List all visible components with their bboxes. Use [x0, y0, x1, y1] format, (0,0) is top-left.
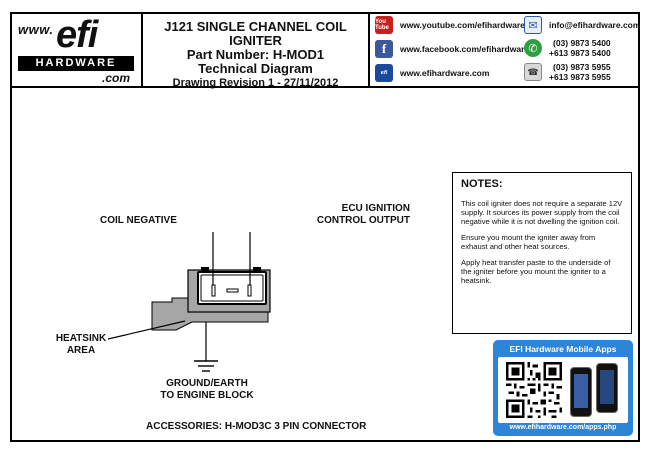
- connector-inner: [200, 274, 264, 302]
- fax-contact: ☎ (03) 9873 5955 +613 9873 5955: [524, 62, 611, 82]
- fax-icon: ☎: [524, 63, 542, 81]
- apps-panel-inner: [498, 357, 628, 423]
- fax-international: +613 9873 5955: [549, 72, 611, 82]
- youtube-url: www.youtube.com/efihardware: [400, 20, 525, 30]
- website-url: www.efihardware.com: [400, 68, 490, 78]
- drawing-revision: Drawing Revision 1 - 27/11/2012: [172, 77, 339, 89]
- apps-title: EFI Hardware Mobile Apps: [509, 344, 617, 354]
- title-block: J121 SINGLE CHANNEL COIL IGNITER Part Nu…: [143, 20, 368, 90]
- mobile-apps-panel[interactable]: EFI Hardware Mobile Apps: [493, 340, 633, 436]
- document-type: Technical Diagram: [198, 61, 313, 76]
- notes-box: NOTES: This coil igniter does not requir…: [452, 172, 632, 334]
- phone-international: +613 9873 5400: [549, 48, 611, 58]
- part-number: Part Number: H-MOD1: [186, 47, 325, 62]
- header-divider: [10, 86, 640, 88]
- note-heat-paste: Apply heat transfer paste to the undersi…: [461, 258, 611, 285]
- apps-url[interactable]: www.efihardware.com/apps.php: [509, 424, 617, 431]
- facebook-url: www.facebook.com/efihardware: [400, 44, 530, 54]
- ecu-output-label-line1: ECU IGNITION: [341, 203, 410, 214]
- heatsink-pointer: [107, 320, 186, 340]
- heatsink-label: HEATSINK AREA: [55, 333, 107, 357]
- fax-numbers: (03) 9873 5955 +613 9873 5955: [549, 62, 611, 82]
- phone-icon: ✆: [524, 39, 542, 57]
- efi-hardware-logo: www. efi HARDWARE .com: [14, 14, 138, 85]
- igniter-tab-left: [201, 267, 209, 272]
- header-divider-left: [141, 12, 143, 88]
- ground-label: GROUND/EARTH TO ENGINE BLOCK: [148, 378, 266, 402]
- heatsink-label-line2: AREA: [66, 345, 96, 356]
- pin-2: [226, 288, 239, 293]
- logo-hardware-bar: HARDWARE: [18, 56, 134, 71]
- email-link[interactable]: ✉ info@efihardware.com: [524, 16, 640, 34]
- website-link[interactable]: efi www.efihardware.com: [375, 64, 489, 82]
- header-divider-right: [368, 12, 370, 88]
- phone-local: (03) 9873 5400: [553, 38, 611, 48]
- ground-label-line1: GROUND/EARTH: [166, 378, 248, 389]
- product-title: J121 SINGLE CHANNEL COIL IGNITER: [164, 19, 347, 48]
- qr-code-icon[interactable]: [506, 362, 562, 418]
- heatsink-label-line1: HEATSINK: [55, 333, 107, 344]
- coil-negative-label: COIL NEGATIVE: [100, 215, 177, 226]
- phone-screenshot-1: [570, 367, 592, 417]
- fax-local: (03) 9873 5955: [553, 62, 611, 72]
- youtube-link[interactable]: You Tube www.youtube.com/efihardware: [375, 16, 525, 34]
- pin-1: [211, 284, 216, 297]
- envelope-icon: ✉: [524, 16, 542, 34]
- accessories-label: ACCESSORIES: H-MOD3C 3 PIN CONNECTOR: [146, 421, 367, 432]
- ecu-output-label-line2: CONTROL OUTPUT: [316, 215, 410, 226]
- ecu-output-label: ECU IGNITION CONTROL OUTPUT: [315, 203, 410, 227]
- note-power-supply: This coil igniter does not require a sep…: [461, 199, 623, 226]
- pin-3: [247, 284, 252, 297]
- logo-com-text: .com: [102, 71, 131, 85]
- drawing-frame: [10, 12, 640, 442]
- phone-contact[interactable]: ✆ (03) 9873 5400 +613 9873 5400: [524, 38, 611, 58]
- note-mounting: Ensure you mount the igniter away from e…: [461, 233, 596, 251]
- phone-screenshot-2: [596, 363, 618, 413]
- igniter-tab-right: [253, 267, 261, 272]
- efi-icon: efi: [375, 64, 393, 82]
- logo-efi-text: efi: [56, 14, 98, 56]
- email-address: info@efihardware.com: [549, 20, 641, 30]
- facebook-icon: f: [375, 40, 393, 58]
- ground-label-line2: TO ENGINE BLOCK: [160, 390, 254, 401]
- youtube-icon: You Tube: [375, 16, 393, 34]
- logo-www-text: www.: [18, 22, 54, 37]
- notes-title: NOTES:: [461, 178, 503, 190]
- phone-numbers: (03) 9873 5400 +613 9873 5400: [549, 38, 611, 58]
- facebook-link[interactable]: f www.facebook.com/efihardware: [375, 40, 529, 58]
